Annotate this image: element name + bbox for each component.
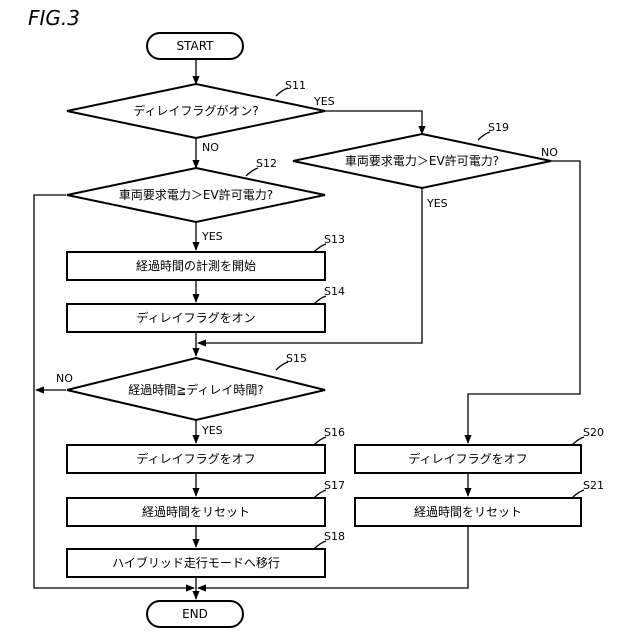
branch-s19-yes: YES: [426, 197, 448, 210]
process-s14: ディレイフラグをオン: [67, 304, 325, 332]
decision-s15-label: 経過時間≧ディレイ時間?: [128, 382, 264, 397]
arrow-s19-no-to-s20: [468, 161, 580, 443]
decision-s12-label: 車両要求電力＞EV許可電力?: [119, 188, 273, 202]
end-label: END: [182, 607, 208, 621]
process-s18: ハイブリッド走行モードへ移行: [67, 549, 325, 577]
step-label-s17: S17: [324, 479, 345, 492]
branch-s11-yes: YES: [313, 95, 335, 108]
step-label-s12: S12: [256, 157, 277, 170]
step-label-s16: S16: [324, 426, 345, 439]
decision-s11-label: ディレイフラグがオン?: [133, 103, 259, 118]
start-terminal: START: [147, 33, 243, 59]
branch-s11-no: NO: [202, 141, 219, 154]
figure-title: FIG.3: [28, 6, 80, 30]
step-label-s15: S15: [286, 352, 307, 365]
process-s21-label: 経過時間をリセット: [414, 505, 522, 519]
step-label-s13: S13: [324, 233, 345, 246]
step-label-s11: S11: [285, 79, 306, 92]
process-s17-label: 経過時間をリセット: [142, 505, 250, 519]
decision-s11: ディレイフラグがオン?: [67, 84, 325, 138]
step-label-s20: S20: [583, 426, 604, 439]
process-s16-label: ディレイフラグをオフ: [136, 451, 255, 466]
step-label-s18: S18: [324, 530, 345, 543]
process-s20: ディレイフラグをオフ: [355, 445, 581, 473]
branch-s15-yes: YES: [201, 424, 223, 437]
process-s18-label: ハイブリッド走行モードへ移行: [112, 555, 280, 570]
branch-s15-no: NO: [56, 372, 73, 385]
decision-s12: 車両要求電力＞EV許可電力?: [67, 168, 325, 222]
end-terminal: END: [147, 601, 243, 627]
start-label: START: [176, 39, 214, 53]
process-s21: 経過時間をリセット: [355, 498, 581, 526]
decision-s19-label: 車両要求電力＞EV許可電力?: [345, 154, 499, 168]
decision-s15: 経過時間≧ディレイ時間?: [67, 358, 325, 420]
process-s20-label: ディレイフラグをオフ: [408, 451, 527, 466]
branch-s12-yes: YES: [201, 230, 223, 243]
process-s17: 経過時間をリセット: [67, 498, 325, 526]
step-label-s14: S14: [324, 285, 345, 298]
decision-s19: 車両要求電力＞EV許可電力?: [293, 134, 551, 188]
process-s14-label: ディレイフラグをオン: [136, 310, 255, 325]
process-s13-label: 経過時間の計測を開始: [136, 258, 256, 273]
step-label-s21: S21: [583, 479, 604, 492]
arrow-s11-yes-to-s19: [325, 111, 422, 134]
step-label-s19: S19: [488, 121, 509, 134]
process-s16: ディレイフラグをオフ: [67, 445, 325, 473]
process-s13: 経過時間の計測を開始: [67, 252, 325, 280]
branch-s19-no: NO: [541, 146, 558, 159]
